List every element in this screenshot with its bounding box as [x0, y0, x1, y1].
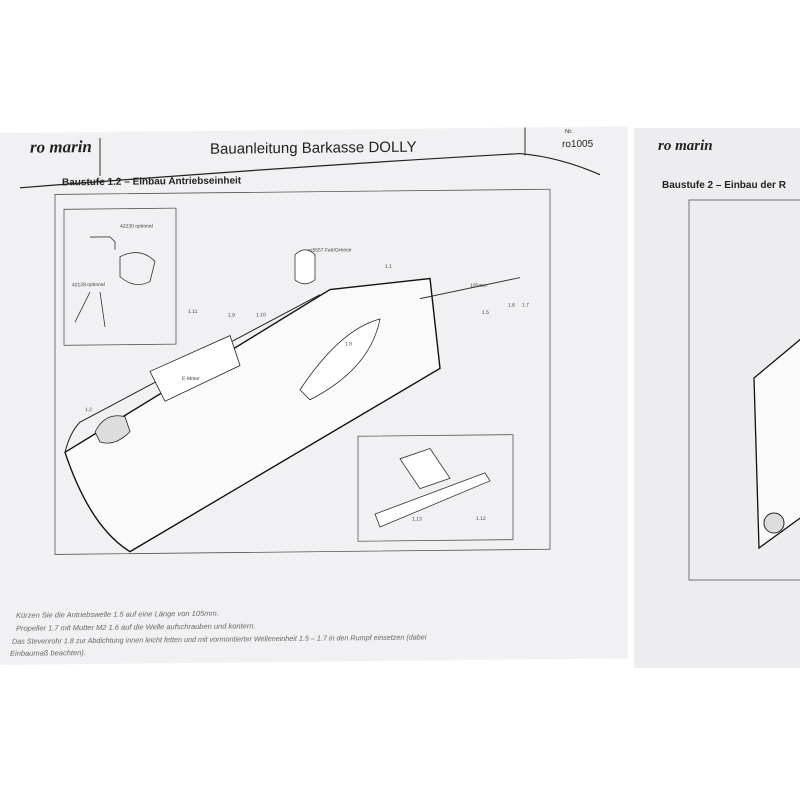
part-label: ro5557 Fett/Grease — [308, 247, 352, 254]
part-label: 1.11 — [188, 308, 198, 316]
part-label: 42230 optional — [120, 223, 153, 230]
part-label: 1.1 — [385, 263, 392, 270]
manual-page-left: ro marin Bauanleitung Barkasse DOLLY Nr.… — [0, 126, 628, 666]
romarin-logo: ro marin — [658, 138, 713, 154]
part-label: 1.12 — [476, 515, 486, 523]
part-label: 1.8 — [345, 341, 352, 348]
part-label: 1.7 — [522, 302, 529, 309]
part-label: 1.2 — [85, 407, 92, 414]
part-label: 42128 optional — [72, 281, 105, 289]
step-title: Baustufe 1.2 – Einbau Antriebseinheit — [62, 175, 242, 189]
document-number: ro1005 — [562, 138, 594, 151]
part-label: 1.9 — [228, 312, 235, 319]
romarin-logo: ro marin — [30, 137, 92, 157]
part-label: E-Motor — [182, 375, 200, 383]
part-label: 1.13 — [412, 516, 422, 523]
part-label: 1.10 — [256, 312, 266, 319]
boat-assembly-diagram — [19, 127, 601, 555]
part-label: 105mm — [470, 282, 487, 290]
part-label: 1.6 — [508, 302, 515, 309]
instruction-line: Einbaumaß beachten). — [10, 648, 86, 658]
document-title: Bauanleitung Barkasse DOLLY — [210, 138, 417, 158]
manual-page-right: ro marin Baustufe 2 – Einbau der R — [634, 128, 800, 668]
step-title: Baustufe 2 – Einbau der R — [662, 180, 786, 191]
nr-label: Nr. — [565, 129, 573, 136]
part-label: 1.5 — [482, 309, 489, 316]
right-diagram — [688, 199, 800, 581]
